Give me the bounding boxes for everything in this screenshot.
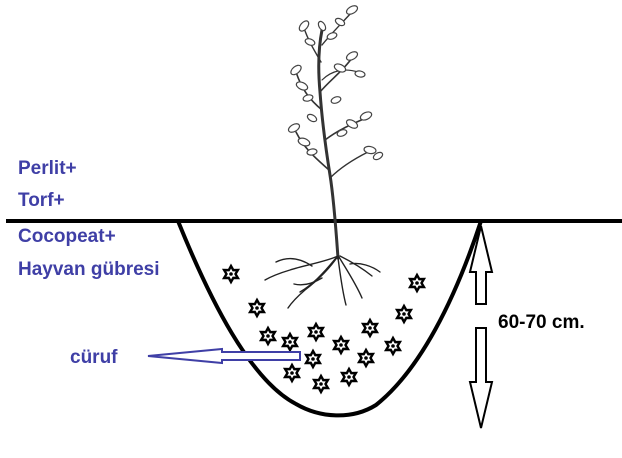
planting-pit (176, 220, 483, 418)
soil-mix-peat: Torf+ (18, 190, 65, 211)
slag-label: cüruf (70, 347, 118, 368)
slag-stone-center (415, 281, 419, 285)
slag-stone-center (402, 312, 406, 316)
slag-stone-center (314, 330, 318, 334)
slag-stone-center (339, 343, 343, 347)
soil-mix-cocopeat: Cocopeat+ (18, 226, 116, 247)
slag-pointer-arrow (147, 347, 301, 365)
slag-stone-center (288, 340, 292, 344)
slag-stone-center (319, 382, 323, 386)
slag-stone-center (229, 272, 233, 276)
slag-stone-center (368, 326, 372, 330)
slag-stone-center (255, 306, 259, 310)
soil-mix-perlite: Perlit+ (18, 158, 77, 179)
slag-stone-center (391, 344, 395, 348)
slag-stone-center (347, 375, 351, 379)
slag-stone-center (290, 371, 294, 375)
slag-stone-center (266, 334, 270, 338)
slag-stone-center (311, 357, 315, 361)
depth-label: 60-70 cm. (498, 312, 585, 333)
depth-arrow (468, 225, 494, 429)
slag-stone-center (364, 356, 368, 360)
soil-mix-manure: Hayvan gübresi (18, 259, 160, 280)
slag-stones (221, 263, 427, 395)
sapling-illustration (264, 5, 384, 309)
